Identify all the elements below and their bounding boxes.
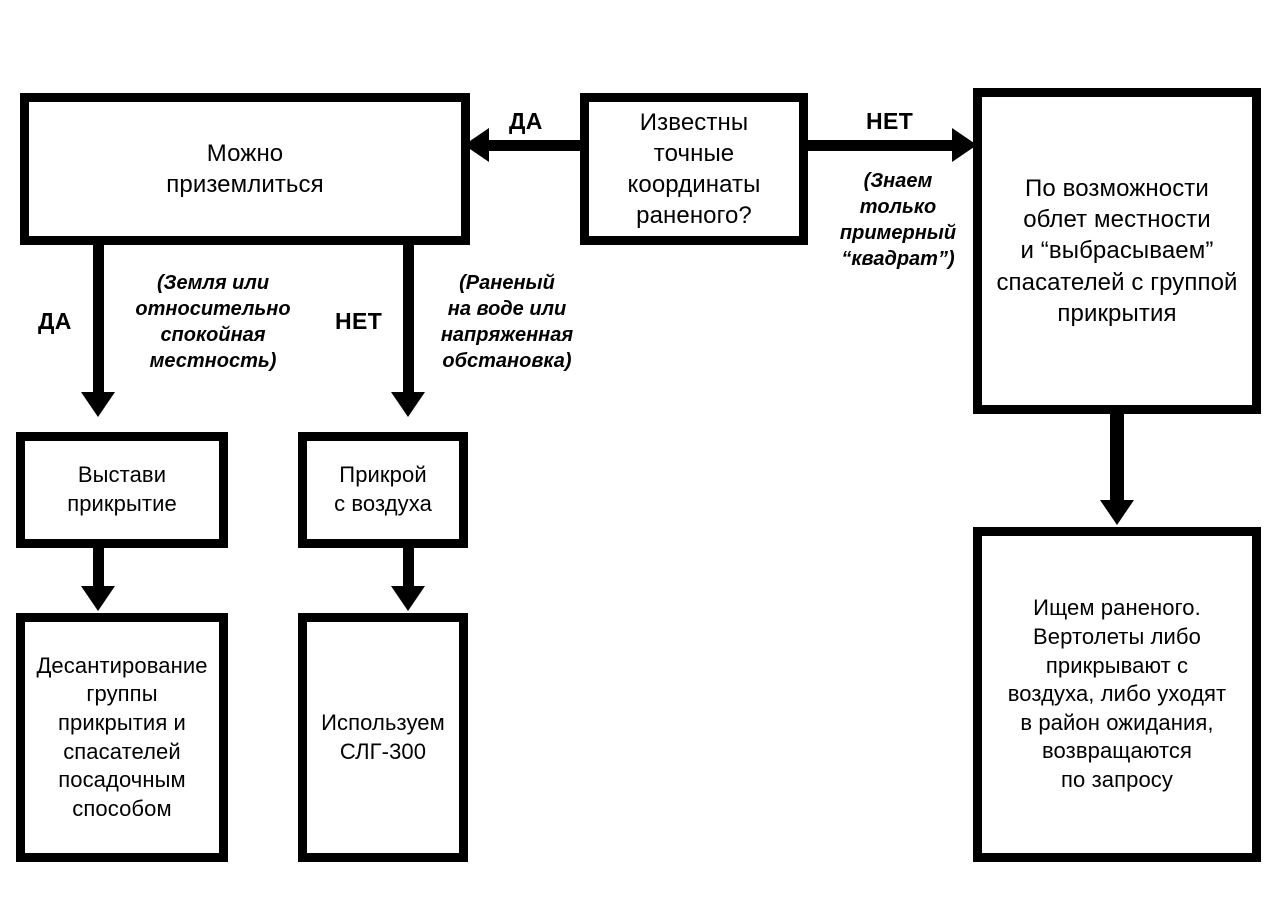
edge-label-land-yes: ДА [38,308,72,334]
node-cover-from-air[interactable]: Прикрой с воздуха [298,432,468,548]
note-water-tense: (Раненый на воде или напряженная обстано… [440,272,574,372]
edge-coords-yes-line [486,140,582,151]
note-approx-square: (Знаем только примерный “квадрат”) [839,170,957,270]
edge-land-yes-line [93,245,104,396]
edge-cover-to-insertion-arrowhead [81,586,115,611]
edge-air-to-slg-arrowhead [391,586,425,611]
edge-coords-no-arrowhead [952,128,977,162]
edge-land-no-line [403,245,414,396]
edge-land-yes-arrowhead [81,392,115,417]
edge-land-no-arrowhead [391,392,425,417]
node-search-wounded[interactable]: Ищем раненого. Вертолеты либо прикрывают… [973,527,1261,862]
node-landing-insertion[interactable]: Десантирование группы прикрытия и спасат… [16,613,228,862]
edge-overfly-to-search-arrowhead [1100,500,1134,525]
edge-cover-to-insertion-line [93,546,104,588]
node-set-cover[interactable]: Выстави прикрытие [16,432,228,548]
edge-label-land-no: НЕТ [335,308,383,334]
node-overfly-drop[interactable]: По возможности облет местности и “выбрас… [973,88,1261,414]
edge-coords-no-line [808,140,956,151]
edge-overfly-to-search-line [1110,410,1124,504]
node-can-land[interactable]: Можно приземлиться [20,93,470,245]
node-decision-coords[interactable]: Известны точные координаты раненого? [580,93,808,245]
edge-air-to-slg-line [403,546,414,588]
edge-label-coords-no: НЕТ [866,108,914,134]
note-ground-calm: (Земля или относительно спокойная местно… [135,272,291,372]
node-use-slg300[interactable]: Используем СЛГ-300 [298,613,468,862]
edge-label-coords-yes: ДА [509,108,543,134]
